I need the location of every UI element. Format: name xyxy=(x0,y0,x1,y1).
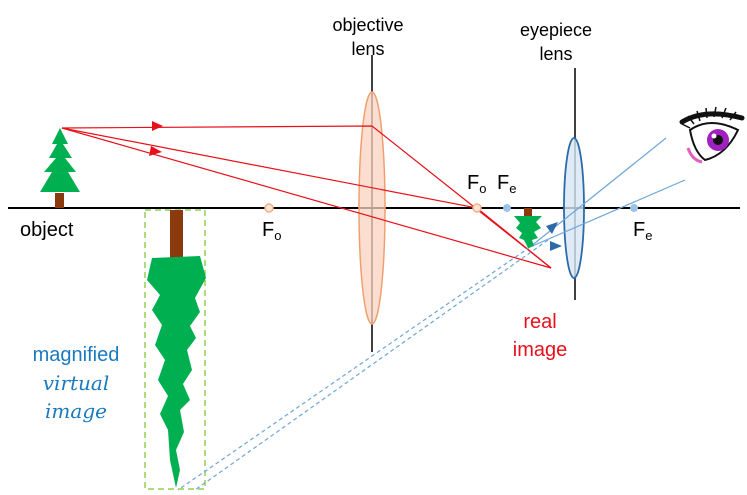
red-ray-parallel xyxy=(61,125,552,269)
object-label: object xyxy=(20,219,74,241)
virtual-image-label-line2: virtual xyxy=(42,371,110,395)
tree-virtual-image-icon xyxy=(147,210,206,488)
focal-point-objective-left xyxy=(264,203,274,213)
real-image-label-line1: real xyxy=(523,311,557,333)
focal-label-objective-right: Fo xyxy=(467,173,486,195)
objective-lens xyxy=(358,91,386,325)
virtual-image-label-line3: image xyxy=(45,399,107,423)
virtual-image-label-line1: magnified xyxy=(32,344,120,366)
focal-label-letter: F xyxy=(262,219,275,241)
arrow-head-icon xyxy=(550,241,562,251)
objective-lens-label: objective lens xyxy=(318,13,418,61)
focal-label-eyepiece-left: Fe xyxy=(497,173,516,195)
focal-label-sub: o xyxy=(479,181,487,196)
focal-label-eyepiece-right: Fe xyxy=(633,220,652,242)
focal-label-sub: o xyxy=(274,228,282,243)
focal-label-sub: e xyxy=(645,228,653,243)
arrow-head-icon xyxy=(149,146,162,156)
blue-ray-lower xyxy=(529,179,686,248)
focal-label-sub: e xyxy=(509,181,517,196)
focal-label-letter: F xyxy=(633,219,646,241)
blue-ray-extension-2 xyxy=(194,239,549,491)
eyepiece-lens-label: eyepiece lens xyxy=(506,18,606,66)
virtual-image-label: magnified virtual image xyxy=(14,341,138,425)
focal-point-objective-right xyxy=(472,203,482,213)
focal-label-objective-left: Fo xyxy=(262,220,281,242)
eyepiece-lens xyxy=(563,137,585,279)
focal-point-eyepiece-left xyxy=(503,204,511,212)
tree-real-image-icon xyxy=(514,208,542,248)
eyepiece-lens-label-line1: eyepiece xyxy=(519,20,593,40)
eye-icon xyxy=(679,106,745,164)
objective-lens-label-line1: objective xyxy=(332,15,404,35)
real-image-label: real image xyxy=(495,308,585,364)
arrow-head-icon xyxy=(152,121,163,131)
focal-label-letter: F xyxy=(467,172,480,194)
objective-lens-label-line2: lens xyxy=(351,39,385,59)
focal-point-eyepiece-right xyxy=(630,204,638,212)
red-ray-center xyxy=(61,127,552,269)
arrow-head-icon xyxy=(546,222,558,234)
eyepiece-lens-label-line2: lens xyxy=(539,44,573,64)
real-image-label-line2: image xyxy=(512,339,568,361)
blue-ray-extension-1 xyxy=(177,246,531,491)
tree-object-icon xyxy=(40,128,80,208)
focal-label-letter: F xyxy=(497,172,510,194)
